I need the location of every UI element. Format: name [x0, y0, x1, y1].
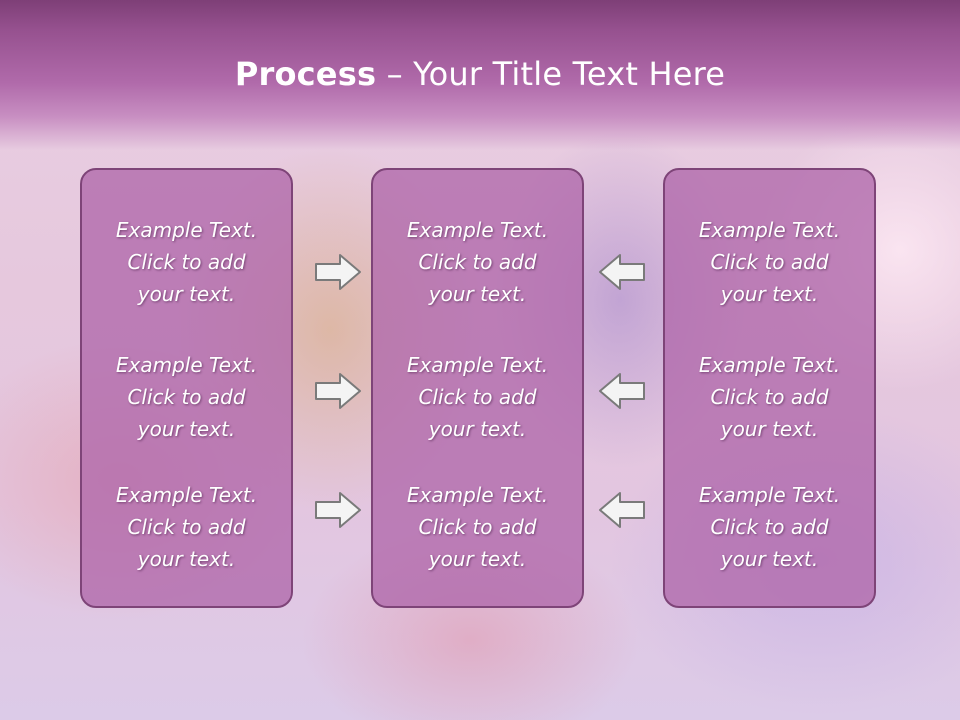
panel-text-block[interactable]: Example Text. Click to add your text.	[82, 479, 291, 575]
panel-text-block[interactable]: Example Text. Click to add your text.	[82, 214, 291, 310]
text-line: your text.	[428, 547, 527, 571]
text-line: Example Text.	[115, 218, 258, 242]
arrow-left-icon[interactable]	[598, 372, 646, 410]
text-line: your text.	[720, 547, 819, 571]
text-line: Click to add	[710, 515, 829, 539]
slide-title[interactable]: Process – Your Title Text Here	[0, 55, 960, 93]
text-line: Example Text.	[115, 483, 258, 507]
text-line: Click to add	[127, 385, 246, 409]
panel-text-block[interactable]: Example Text. Click to add your text.	[373, 214, 582, 310]
panel-text-block[interactable]: Example Text. Click to add your text.	[373, 479, 582, 575]
text-line: Click to add	[127, 515, 246, 539]
text-line: Example Text.	[698, 218, 841, 242]
slide-title-bold: Process	[234, 55, 377, 93]
arrow-right-icon[interactable]	[314, 253, 362, 291]
text-line: Click to add	[710, 250, 829, 274]
arrow-right-icon[interactable]	[314, 491, 362, 529]
panel-text-block[interactable]: Example Text. Click to add your text.	[665, 349, 874, 445]
text-line: Example Text.	[115, 353, 258, 377]
panel-text-block[interactable]: Example Text. Click to add your text.	[82, 349, 291, 445]
arrow-left-icon[interactable]	[598, 491, 646, 529]
title-banner	[0, 0, 960, 150]
panel-text-block[interactable]: Example Text. Click to add your text.	[665, 479, 874, 575]
arrow-right-icon[interactable]	[314, 372, 362, 410]
process-panel-3[interactable]: Example Text. Click to add your text. Ex…	[663, 168, 876, 608]
text-line: Example Text.	[406, 218, 549, 242]
text-line: Click to add	[418, 250, 537, 274]
text-line: your text.	[720, 417, 819, 441]
text-line: your text.	[137, 282, 236, 306]
text-line: your text.	[428, 282, 527, 306]
arrow-left-icon[interactable]	[598, 253, 646, 291]
text-line: your text.	[428, 417, 527, 441]
process-panel-1[interactable]: Example Text. Click to add your text. Ex…	[80, 168, 293, 608]
text-line: Click to add	[710, 385, 829, 409]
text-line: Click to add	[418, 515, 537, 539]
slide-title-rest: – Your Title Text Here	[376, 55, 726, 93]
panel-text-block[interactable]: Example Text. Click to add your text.	[665, 214, 874, 310]
text-line: Example Text.	[406, 353, 549, 377]
text-line: Example Text.	[698, 353, 841, 377]
text-line: your text.	[720, 282, 819, 306]
text-line: Example Text.	[406, 483, 549, 507]
text-line: Click to add	[127, 250, 246, 274]
text-line: your text.	[137, 417, 236, 441]
panel-text-block[interactable]: Example Text. Click to add your text.	[373, 349, 582, 445]
text-line: Click to add	[418, 385, 537, 409]
process-panel-2[interactable]: Example Text. Click to add your text. Ex…	[371, 168, 584, 608]
text-line: your text.	[137, 547, 236, 571]
text-line: Example Text.	[698, 483, 841, 507]
